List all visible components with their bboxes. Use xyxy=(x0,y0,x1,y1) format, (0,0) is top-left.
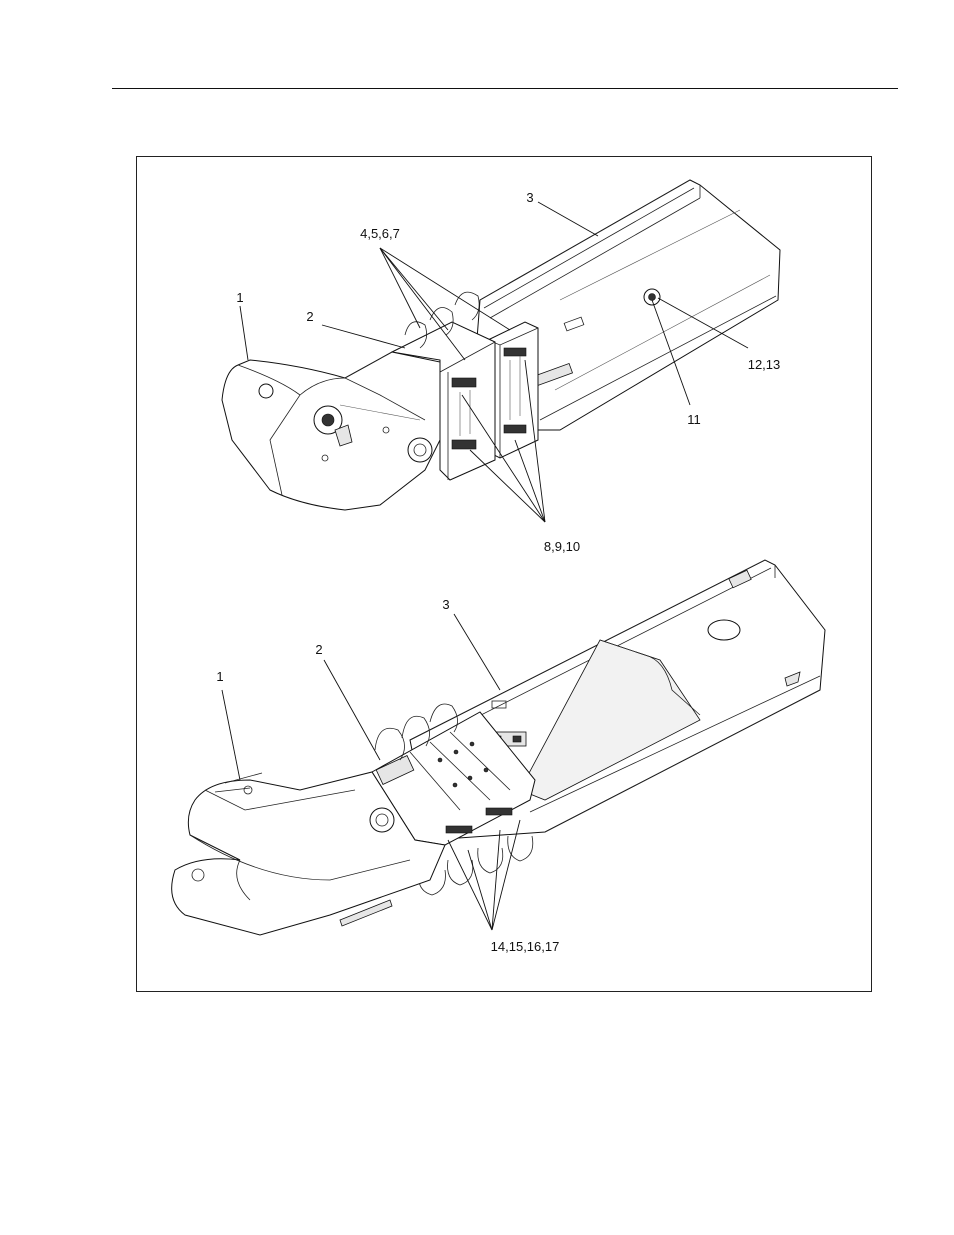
callout-bottom-3: 3 xyxy=(442,597,449,612)
callout-top-1: 1 xyxy=(236,290,243,305)
top-view-drawing xyxy=(222,180,780,510)
callout-top-8-9-10: 8,9,10 xyxy=(544,539,580,554)
callout-bottom-14-15-16-17: 14,15,16,17 xyxy=(491,939,560,954)
callout-top-2: 2 xyxy=(306,309,313,324)
callout-bottom-1: 1 xyxy=(216,669,223,684)
callout-top-12-13: 12,13 xyxy=(748,357,781,372)
callout-top-11: 11 xyxy=(687,412,701,427)
callout-bottom-2: 2 xyxy=(315,642,322,657)
callout-top-3: 3 xyxy=(526,190,533,205)
bottom-view-drawing xyxy=(172,560,825,935)
callout-top-4-5-6-7: 4,5,6,7 xyxy=(360,226,400,241)
